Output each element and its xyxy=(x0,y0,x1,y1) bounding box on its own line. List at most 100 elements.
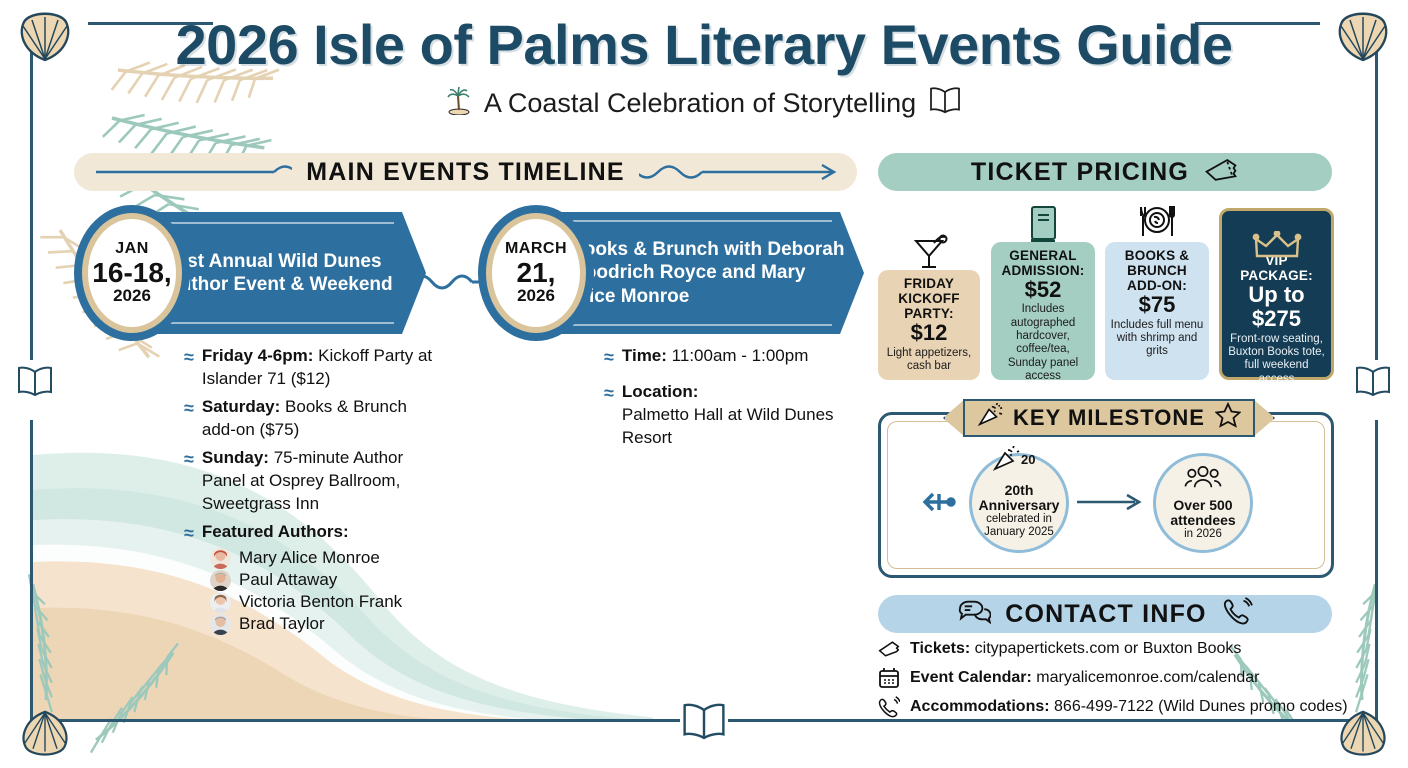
price-card-title: FRIDAY KICKOFF PARTY: xyxy=(898,276,960,322)
timeline-event-banner: Books & Brunch with Deborah Goodrich Roy… xyxy=(528,212,864,334)
bullet-label: Friday 4-6pm: xyxy=(201,346,314,365)
timeline-date-year: 2026 xyxy=(113,286,151,306)
contact-label: Accommodations: xyxy=(910,698,1050,715)
subtitle-text: A Coastal Celebration of Storytelling xyxy=(483,87,917,118)
contact-row-accommodations[interactable]: Accommodations: 866-499-7122 (Wild Dunes… xyxy=(878,696,1348,718)
seashell-icon xyxy=(16,10,74,67)
wave-bullet-icon: ≈ xyxy=(184,347,194,367)
price-card[interactable]: FRIDAY KICKOFF PARTY: $12 Light appetize… xyxy=(878,234,980,380)
party-popper-icon: 20 xyxy=(992,446,1035,472)
bullet-text: Palmetto Hall at Wild Dunes Resort xyxy=(621,404,834,447)
price-card-desc: Includes full menu with shrimp and grits xyxy=(1110,318,1204,358)
milestone-circle: 20 20th Anniversary celebrated in Januar… xyxy=(969,446,1069,553)
price-card-title: BOOKS & BRUNCH ADD-ON: xyxy=(1124,248,1190,294)
timeline-event-details: ≈ Time: 11:00am - 1:00pm ≈ Location:Palm… xyxy=(604,345,834,455)
wave-bullet-icon: ≈ xyxy=(184,398,194,419)
list-item: ≈ Time: 11:00am - 1:00pm xyxy=(604,345,834,369)
contact-info-list: Tickets: citypapertickets.com or Buxton … xyxy=(878,638,1348,725)
list-item: ≈ Location:Palmetto Hall at Wild Dunes R… xyxy=(604,381,834,449)
pricing-section-title: TICKET PRICING xyxy=(970,157,1190,186)
frame-line-left-lower xyxy=(30,420,33,720)
author-name: Brad Taylor xyxy=(239,614,325,634)
price-card-vip[interactable]: VIP PACKAGE: Up to $275 Front-row seatin… xyxy=(1219,208,1334,385)
timeline-event-title: 21st Annual Wild Dunes Author Event & We… xyxy=(166,250,393,295)
milestone-subtext: in 2026 xyxy=(1184,528,1222,541)
book-icon xyxy=(991,204,1095,244)
timeline-date-month: JAN xyxy=(115,239,149,257)
contact-section-title: CONTACT INFO xyxy=(1005,599,1207,628)
price-card-amount: $52 xyxy=(1024,277,1062,303)
price-card[interactable]: GENERAL ADMISSION: $52 Includes autograp… xyxy=(991,206,1095,382)
timeline-date-day: 21, xyxy=(516,256,556,288)
page-subtitle: A Coastal Celebration of Storytelling xyxy=(0,85,1408,122)
key-milestone-panel: KEY MILESTONE 20 xyxy=(878,399,1334,578)
speech-bubbles-icon xyxy=(957,598,992,631)
contact-row-calendar[interactable]: Event Calendar: maryalicemonroe.com/cale… xyxy=(878,667,1348,689)
avatar xyxy=(210,569,231,591)
seashell-icon xyxy=(1336,705,1390,758)
list-item: Victoria Benton Frank xyxy=(210,591,434,613)
author-name: Paul Attaway xyxy=(239,570,338,590)
people-group-icon xyxy=(1183,465,1223,496)
open-book-icon xyxy=(1354,365,1392,402)
avatar xyxy=(210,591,231,613)
arrow-right-icon xyxy=(1077,493,1143,516)
contact-value: 866-499-7122 (Wild Dunes promo codes) xyxy=(1054,698,1348,715)
list-item: ≈ Featured Authors: xyxy=(184,521,434,545)
contact-value: maryalicemonroe.com/calendar xyxy=(1036,669,1260,686)
bullet-text: 75-minute Author Panel at Osprey Ballroo… xyxy=(201,448,404,513)
frame-line-bottom-right xyxy=(728,719,1378,722)
party-popper-icon xyxy=(977,402,1003,433)
contact-row-tickets[interactable]: Tickets: citypapertickets.com or Buxton … xyxy=(878,638,1348,660)
list-item: ≈ Saturday: Books & Brunch add-on ($75) xyxy=(184,396,434,441)
anchor-icon xyxy=(919,485,961,524)
list-item: ≈ Sunday: 75-minute Author Panel at Ospr… xyxy=(184,447,434,515)
poster-header: 2026 Isle of Palms Literary Events Guide… xyxy=(0,13,1408,122)
seashell-icon xyxy=(18,705,72,758)
bullet-label: Sunday: xyxy=(201,448,269,468)
list-item: Mary Alice Monroe xyxy=(210,547,434,569)
timeline-date-badge: JAN 16-18, 2026 xyxy=(74,205,190,341)
open-book-icon xyxy=(928,86,962,121)
price-card-amount: $75 xyxy=(1138,292,1176,318)
avatar xyxy=(210,547,231,569)
milestone-subtext: celebrated in January 2025 xyxy=(984,513,1054,539)
timeline-event-details: ≈ Friday 4-6pm: Kickoff Party at Islande… xyxy=(184,345,434,636)
timeline-event-title: Books & Brunch with Deborah Goodrich Roy… xyxy=(570,239,845,307)
price-card[interactable]: BOOKS & BRUNCH ADD-ON: $75 Includes full… xyxy=(1105,206,1209,380)
contact-label: Event Calendar: xyxy=(910,669,1032,686)
wave-bullet-icon: ≈ xyxy=(184,449,194,470)
seashell-icon xyxy=(1334,10,1392,67)
wave-bullet-icon: ≈ xyxy=(604,347,614,367)
list-item: ≈ Friday 4-6pm: Kickoff Party at Islande… xyxy=(184,345,434,390)
timeline-date-badge: MARCH 21, 2026 xyxy=(478,205,594,341)
bullet-label: Featured Authors: xyxy=(201,522,349,542)
timeline-date-year: 2026 xyxy=(517,286,555,306)
phone-ring-icon xyxy=(1221,596,1253,632)
wave-bullet-icon: ≈ xyxy=(184,523,194,544)
frame-line-top-left xyxy=(88,22,213,25)
price-card-title: GENERAL ADMISSION: xyxy=(1001,248,1085,279)
frame-line-left-upper xyxy=(30,30,33,360)
milestone-ribbon: KEY MILESTONE xyxy=(963,399,1255,437)
crown-icon xyxy=(1252,231,1302,261)
price-card-desc: Light appetizers, cash bar xyxy=(886,346,972,372)
frame-line-top-right xyxy=(1195,22,1320,25)
milestone-headline: Over 500 attendees xyxy=(1170,497,1236,529)
avatar xyxy=(210,613,231,635)
open-book-icon xyxy=(681,701,727,746)
timeline-date-month: MARCH xyxy=(504,239,568,257)
bullet-label: Saturday: xyxy=(201,397,281,417)
contact-label: Tickets: xyxy=(910,640,971,657)
open-book-icon xyxy=(16,365,54,402)
star-icon xyxy=(1214,401,1242,434)
ticket-icon xyxy=(1203,156,1239,189)
wave-bullet-icon: ≈ xyxy=(604,383,614,404)
timeline-section-title: MAIN EVENTS TIMELINE xyxy=(292,157,639,187)
ticket-icon xyxy=(878,638,900,660)
bullet-text: Kickoff Party at Islander 71 ($12) xyxy=(201,346,433,388)
page-title: 2026 Isle of Palms Literary Events Guide xyxy=(175,13,1233,76)
price-card-amount: Up to $275 xyxy=(1248,282,1305,332)
section-banner-pricing: TICKET PRICING xyxy=(878,153,1332,191)
